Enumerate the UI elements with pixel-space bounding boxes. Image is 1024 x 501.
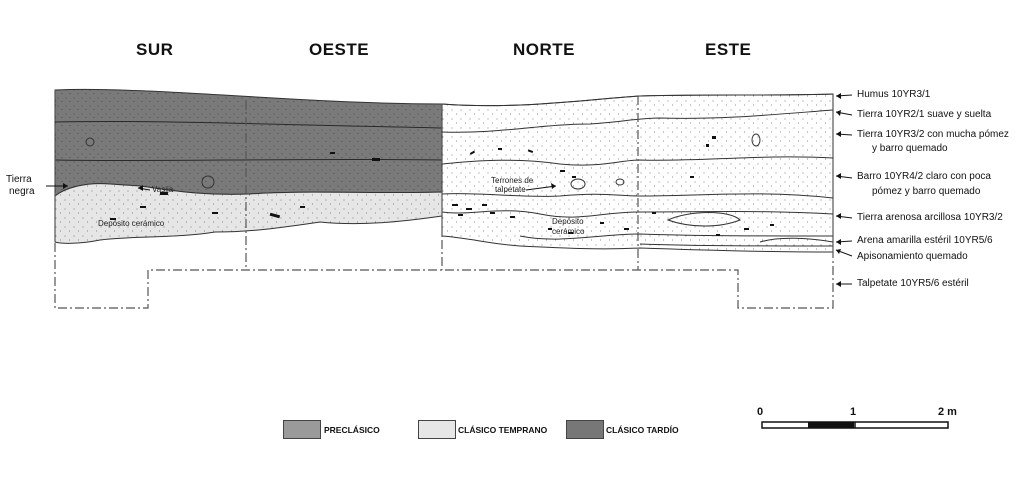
layer-label-tierra-arenosa: Tierra arenosa arcillosa 10YR3/2 xyxy=(857,212,1003,223)
annotation-deposito-sur: Depósito cerámico xyxy=(98,219,165,228)
layer-label-apisonamiento: Apisonamiento quemado xyxy=(857,251,968,262)
legend-label-preclasico: PRECLÁSICO xyxy=(324,425,380,435)
annotation-terrones-2: talpetate xyxy=(495,185,526,194)
layer-label-tierra-pomez-2: y barro quemado xyxy=(872,143,948,154)
annotation-vasija: Vasija xyxy=(152,185,174,194)
layer-label-humus: Humus 10YR3/1 xyxy=(857,89,931,100)
legend-label-clasico-tardio: CLÁSICO TARDÍO xyxy=(606,425,679,435)
annotation-tierra: Tierra xyxy=(6,174,32,185)
layer-label-barro-1: Barro 10YR4/2 claro con poca xyxy=(857,171,991,182)
annotation-deposito-norte-2: cerámico xyxy=(552,227,585,236)
layer-label-tierra-pomez-1: Tierra 10YR3/2 con mucha pómez xyxy=(857,129,1009,140)
legend-swatch-clasico-temprano xyxy=(418,420,456,439)
clasico-temprano-dots xyxy=(55,183,442,244)
layer-boundaries xyxy=(54,93,834,247)
layer-label-talpetate: Talpetate 10YR5/6 estéril xyxy=(857,278,969,289)
arrow-heads xyxy=(63,93,841,287)
annotation-terrones-1: Terrones de xyxy=(491,176,534,185)
annotation-deposito-norte-1: Depósito xyxy=(552,217,584,226)
legend-swatch-clasico-tardio xyxy=(566,420,604,439)
annotation-negra: negra xyxy=(9,186,35,197)
scale-bar xyxy=(761,421,949,429)
legend-label-clasico-temprano: CLÁSICO TEMPRANO xyxy=(458,425,548,435)
wall-title-norte: NORTE xyxy=(513,40,575,59)
clasico-tardio-fill xyxy=(54,88,443,198)
wall-title-este: ESTE xyxy=(705,40,752,59)
layer-label-arena-amarilla: Arena amarilla estéril 10YR5/6 xyxy=(857,235,993,246)
scale-label-one: 1 xyxy=(850,406,857,418)
inclusions xyxy=(110,136,774,236)
layer-label-barro-2: pómez y barro quemado xyxy=(872,186,981,197)
layer-label-tierra-suave: Tierra 10YR2/1 suave y suelta xyxy=(857,109,992,120)
wall-title-oeste: OESTE xyxy=(309,40,370,59)
scale-label-two: 2 m xyxy=(938,406,957,418)
trench-outline xyxy=(54,90,834,309)
wall-title-sur: SUR xyxy=(136,40,174,59)
legend-swatch-preclasico xyxy=(283,420,321,439)
scale-label-zero: 0 xyxy=(757,406,764,418)
